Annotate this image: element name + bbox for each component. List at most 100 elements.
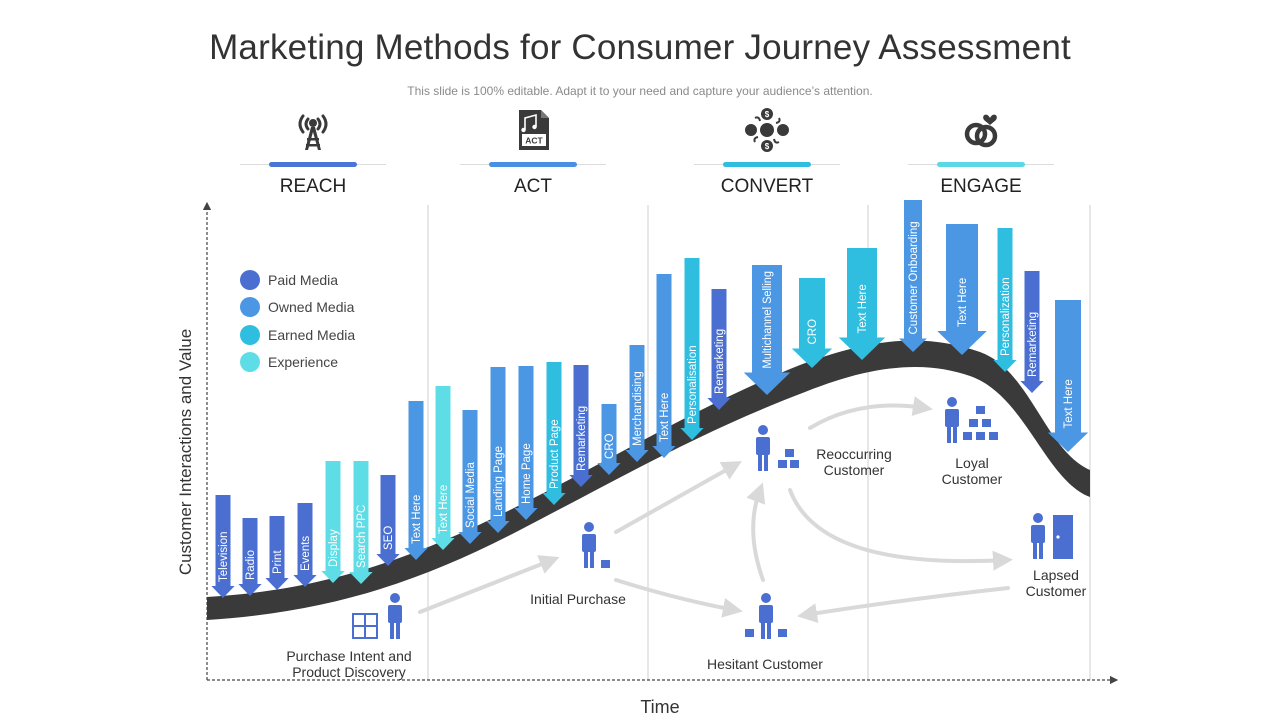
- tactic-label: Radio: [245, 550, 257, 580]
- tactic-label: Text Here: [857, 284, 869, 333]
- x-axis-label: Time: [640, 697, 680, 717]
- tactic-label: Landing Page: [493, 446, 505, 517]
- tactic-arrow: [404, 401, 428, 560]
- y-axis-label: Customer Interactions and Value: [176, 328, 195, 576]
- svg-text:ACT: ACT: [525, 136, 543, 146]
- tactic-arrow: [791, 278, 833, 368]
- box-icon: [778, 629, 787, 637]
- door-icon: [1053, 515, 1073, 559]
- tactic-label: Remarketing: [576, 406, 588, 471]
- window-grid-icon: [352, 613, 378, 639]
- flow-arrow: [788, 488, 1013, 571]
- lapsed-node: [1031, 513, 1073, 559]
- page-title: Marketing Methods for Consumer Journey A…: [209, 28, 1071, 67]
- flow-arrow: [746, 482, 766, 582]
- tactic-arrow: [680, 258, 704, 440]
- stage-reach: REACH: [240, 106, 386, 198]
- legend-swatch: [240, 269, 260, 290]
- box-icon: [745, 629, 754, 637]
- person-icon: [1031, 513, 1045, 559]
- tactic-arrow: [652, 274, 676, 458]
- tactic-label: Home Page: [521, 443, 533, 504]
- tactic-label: Text Here: [659, 393, 671, 442]
- flow-arrows: [418, 396, 1013, 624]
- hesitant-node: [745, 593, 787, 639]
- tactic-arrow: [597, 404, 621, 475]
- flow-arrow: [614, 461, 742, 534]
- tactic-arrow: [376, 475, 400, 566]
- legend-label: Experience: [268, 354, 339, 371]
- legend-label: Paid Media: [268, 271, 339, 288]
- stage-accent-bar: [489, 162, 577, 167]
- node-label-loyal: Loyal Customer: [941, 455, 1003, 487]
- tactic-label: Merchandising: [632, 371, 644, 446]
- tactic-arrow: [899, 200, 927, 352]
- tactic-arrow: [458, 410, 482, 544]
- tactic-label: Text Here: [1063, 379, 1075, 428]
- tactic-label: Print: [272, 550, 284, 574]
- boxes-icon: [778, 449, 799, 468]
- stage-accent-bar: [937, 162, 1025, 167]
- stage-label: ENGAGE: [940, 176, 1022, 197]
- initial-purchase-node: [582, 522, 610, 568]
- tactic-label: Text Here: [411, 495, 423, 544]
- radio-tower-icon: [298, 114, 328, 150]
- legend-item: Earned Media: [240, 321, 355, 349]
- legend-swatch: [240, 297, 260, 318]
- tactic-arrow: [321, 461, 345, 583]
- legend-label: Owned Media: [268, 299, 355, 316]
- heart-rings-icon: [964, 114, 998, 148]
- reoccurring-node: [756, 425, 799, 471]
- tactic-arrow: [211, 495, 235, 598]
- tactic-label: SEO: [383, 526, 395, 550]
- box-icon: [601, 560, 610, 568]
- node-label-reoccurring: Reoccurring Customer: [816, 446, 892, 478]
- tactic-arrow: [486, 367, 510, 533]
- tactic-label: Multichannel Selling: [762, 271, 774, 369]
- music-file-act-icon: ACT: [519, 110, 549, 150]
- tactic-arrow: [514, 366, 538, 520]
- flow-arrow: [418, 555, 560, 614]
- flow-arrow: [808, 396, 933, 430]
- tactic-label: Remarketing: [1027, 312, 1039, 377]
- tactic-arrow: [238, 518, 262, 596]
- stage-label: ACT: [514, 176, 552, 197]
- tactic-arrow: [293, 503, 317, 587]
- legend-item: Paid Media: [240, 266, 355, 294]
- tactic-arrow: [937, 224, 987, 355]
- tactic-label: Personalization: [1000, 277, 1012, 356]
- tactic-arrow: [569, 365, 593, 487]
- node-label-hesitant: Hesitant Customer: [707, 656, 823, 672]
- person-icon: [582, 522, 596, 568]
- tactic-label: Text Here: [438, 485, 450, 534]
- tactic-arrow: [625, 345, 649, 462]
- tactic-arrow: [993, 228, 1017, 372]
- tactic-label: Events: [300, 536, 312, 571]
- tactic-label: Display: [328, 529, 340, 567]
- tactic-arrow: [1047, 300, 1089, 452]
- tactic-arrow: [265, 516, 289, 590]
- tactic-arrow: [349, 461, 373, 584]
- stage-engage: ENGAGE: [908, 106, 1054, 198]
- person-icon: [756, 425, 770, 471]
- node-label-discovery: Purchase Intent and Product Discovery: [286, 648, 412, 680]
- legend-item: Owned Media: [240, 294, 355, 322]
- tactic-arrow: [431, 386, 455, 550]
- tactic-label: Customer Onboarding: [908, 221, 920, 334]
- tactic-arrow: [1020, 271, 1044, 393]
- svg-text:$: $: [765, 142, 770, 151]
- tactic-label: Social Media: [465, 462, 477, 528]
- person-icon: [388, 593, 402, 639]
- person-icon: [945, 397, 959, 443]
- legend: Paid Media Owned Media Earned Media Expe…: [240, 266, 355, 376]
- node-label-lapsed: Lapsed Customer: [1025, 567, 1087, 599]
- legend-swatch: [240, 324, 260, 345]
- page-subtitle: This slide is 100% editable. Adapt it to…: [407, 84, 873, 98]
- legend-label: Earned Media: [268, 326, 356, 343]
- loyal-node: [945, 397, 998, 443]
- tactic-arrow: [838, 248, 886, 360]
- money-exchange-icon: $ $: [745, 108, 789, 152]
- discovery-node: [352, 593, 402, 639]
